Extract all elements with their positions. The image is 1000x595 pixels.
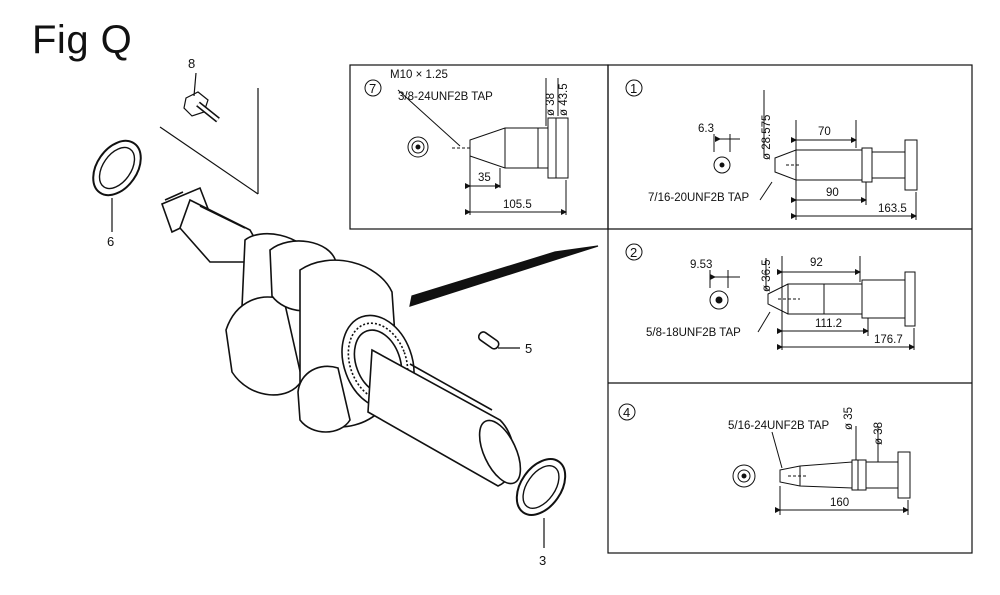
detail-2: 2 9.53 bbox=[625, 243, 916, 350]
detail-7-thread: M10 × 1.25 bbox=[390, 69, 448, 81]
detail-7-len2: 105.5 bbox=[503, 199, 532, 211]
detail-2-tap: 5/8-18UNF2B TAP bbox=[646, 327, 741, 339]
washer-part-6 bbox=[92, 139, 142, 232]
crankshaft bbox=[160, 186, 522, 487]
label-part-3: 3 bbox=[539, 553, 546, 568]
detail-1-small: 6.3 bbox=[698, 123, 714, 135]
label-part-5: 5 bbox=[525, 341, 532, 356]
detail-panels-frame bbox=[349, 64, 973, 554]
detail-2-len-b: 111.2 bbox=[815, 318, 842, 330]
detail-2-index: 2 bbox=[630, 245, 637, 260]
detail-4-index: 4 bbox=[623, 405, 630, 420]
detail-2-dia: ø 36.5 bbox=[761, 259, 773, 292]
figure-title: Fig Q bbox=[32, 18, 133, 62]
detail-2-len-a: 92 bbox=[810, 257, 823, 269]
detail-4: 4 5/16-24UNF2B TAP ø 35 bbox=[618, 403, 911, 515]
detail-1-len-a: 70 bbox=[818, 126, 831, 138]
label-part-8: 8 bbox=[188, 56, 195, 71]
detail-7-index: 7 bbox=[369, 81, 376, 96]
detail-7-dia1: ø 38 bbox=[545, 93, 557, 116]
label-part-6: 6 bbox=[107, 234, 114, 249]
detail-4-dia1: ø 35 bbox=[843, 407, 855, 430]
detail-1-len-c: 163.5 bbox=[878, 203, 907, 215]
exploded-view bbox=[92, 72, 599, 548]
detail-1-len-b: 90 bbox=[826, 187, 839, 199]
detail-1-dia: ø 28.575 bbox=[761, 115, 773, 160]
detail-7-dia2: ø 43.5 bbox=[558, 83, 570, 116]
key-part-5 bbox=[477, 331, 520, 350]
detail-4-dia2: ø 38 bbox=[873, 422, 885, 445]
detail-2-len-c: 176.7 bbox=[874, 334, 903, 346]
detail-4-tap: 5/16-24UNF2B TAP bbox=[728, 420, 830, 432]
detail-7-len1: 35 bbox=[478, 172, 491, 184]
detail-4-len: 160 bbox=[830, 497, 849, 509]
callout-arrow bbox=[409, 245, 599, 307]
detail-2-small: 9.53 bbox=[690, 259, 712, 271]
detail-1-tap: 7/16-20UNF2B TAP bbox=[648, 192, 750, 204]
detail-7-tap: 3/8-24UNF2B TAP bbox=[398, 91, 493, 103]
detail-1: 1 6.3 bbox=[625, 79, 918, 220]
detail-1-index: 1 bbox=[630, 81, 637, 96]
detail-7: 7 M10 × 1.25 3/8-24UN bbox=[364, 69, 570, 215]
washer-part-3 bbox=[515, 458, 567, 548]
bolt-part bbox=[183, 72, 220, 123]
